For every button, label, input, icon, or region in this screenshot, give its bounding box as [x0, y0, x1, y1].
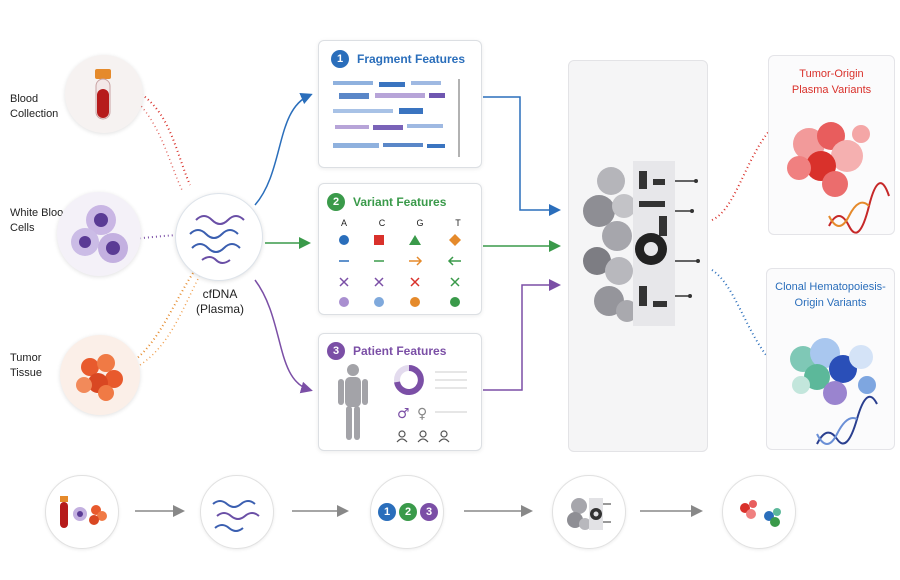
bottom-step-sources [45, 475, 119, 549]
white-blood-cells-circle [57, 192, 141, 276]
cfdna-circle [175, 193, 263, 281]
dna-strands-icon [189, 215, 245, 264]
cfdna-label-line2: (Plasma) [195, 302, 244, 316]
tumor-origin-panel: Tumor-Origin Plasma Variants [768, 55, 895, 235]
tumor-origin-title-line1: Tumor-Origin [799, 68, 864, 80]
fragment-bars [333, 79, 460, 157]
human-body-icon [338, 364, 368, 440]
variant-letter-c: C [378, 218, 386, 228]
clonal-hematopoiesis-panel: Clonal Hematopoiesis- Origin Variants [766, 268, 895, 450]
tumor-origin-title-line2: Plasma Variants [791, 84, 872, 96]
variant-number-badge: 2 [327, 193, 345, 211]
bottom-badge-3: 3 [420, 503, 438, 521]
tumor-cells-illustration [787, 122, 890, 234]
variant-features-title: Variant Features [353, 195, 447, 209]
patient-illustrations: ♂ ♀ [338, 364, 467, 443]
cfdna-label: cfDNA (Plasma) [188, 287, 252, 317]
variant-features-card: 2 Variant Features A C G T [318, 183, 482, 315]
variant-letter-t: T [455, 218, 461, 228]
patient-number-badge: 3 [327, 342, 345, 360]
variant-letter-a: A [340, 218, 347, 228]
bottom-badge-1: 1 [378, 503, 396, 521]
ai-model-panel [568, 60, 708, 452]
bottom-step-outputs [722, 475, 796, 549]
fragment-features-title: Fragment Features [357, 52, 466, 66]
bottom-badge-2: 2 [399, 503, 417, 521]
patient-features-card: 3 Patient Features ♂ ♀ [318, 333, 482, 451]
cfdna-label-line1: cfDNA [202, 287, 238, 301]
tumor-tissue-circle [60, 335, 140, 415]
bottom-step-ai [552, 475, 626, 549]
patient-features-title: Patient Features [353, 344, 447, 358]
blood-collection-label: Blood Collection [10, 93, 59, 120]
ch-title-line1: Clonal Hematopoiesis- [775, 281, 886, 293]
blood-collection-circle [65, 55, 143, 133]
tumor-tissue-icon [76, 354, 123, 401]
blood-cells-illustration [790, 338, 878, 445]
fragment-features-card: 1 Fragment Features [318, 40, 482, 168]
white-blood-cell-icon [71, 205, 128, 263]
svg-text:♂: ♂ [397, 406, 410, 422]
svg-text:♀: ♀ [417, 406, 427, 422]
tumor-tissue-label: Tumor Tissue [10, 352, 42, 379]
blood-tube-icon [95, 69, 111, 120]
fragment-number-badge: 1 [331, 50, 349, 68]
variant-letter-g: G [416, 218, 424, 228]
ai-brain-icon [583, 161, 700, 326]
variant-symbol-grid [339, 234, 461, 307]
ch-title-line2: Origin Variants [794, 297, 867, 309]
bottom-step-features: 1 2 3 [370, 475, 444, 549]
bottom-step-cfdna [200, 475, 274, 549]
